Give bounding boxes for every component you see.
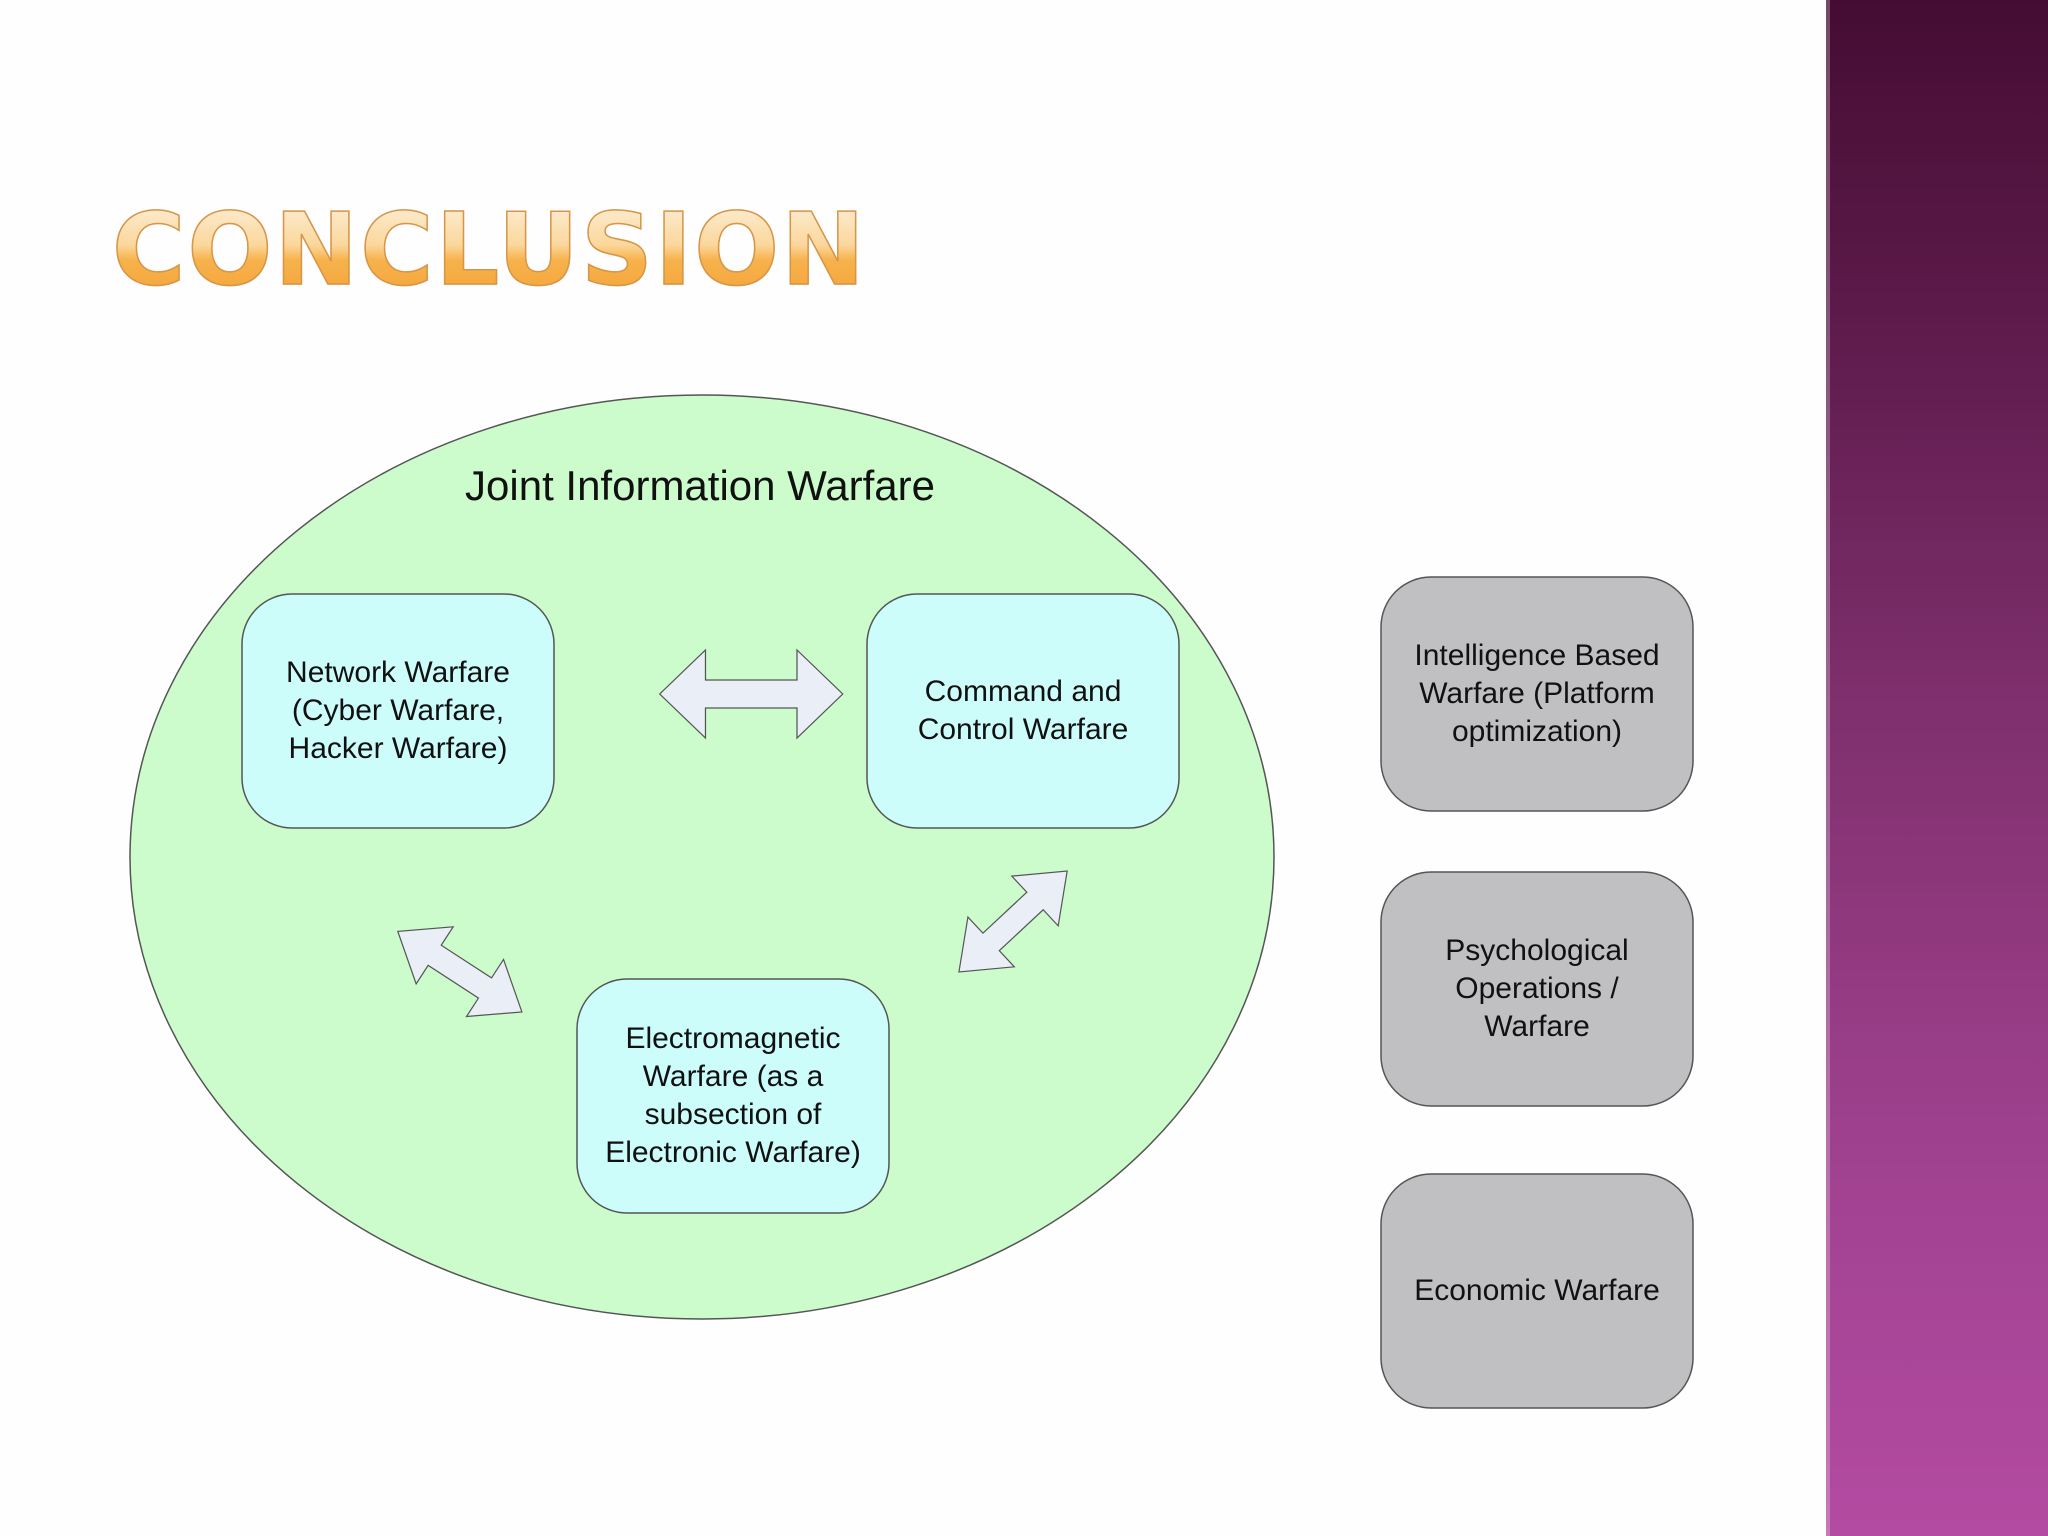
command-control-warfare-label: Command and Control Warfare xyxy=(917,675,1129,746)
intelligence-warfare-box xyxy=(1380,576,1694,812)
diagram-canvas xyxy=(129,394,1694,1409)
command-control-warfare-box xyxy=(866,593,1180,829)
psychological-operations-label: Psychological Operations / Warfare xyxy=(1445,934,1629,1043)
economic-warfare-box xyxy=(1380,1173,1694,1409)
electromagnetic-warfare-label: Electromagnetic Warfare (as a subsection… xyxy=(605,1022,861,1169)
network-warfare-box xyxy=(241,593,555,829)
intelligence-warfare-label: Intelligence Based Warfare (Platform opt… xyxy=(1414,639,1660,748)
arrow-c2-em xyxy=(958,870,1068,973)
slide-title: CONCLUSION xyxy=(111,191,867,308)
arrow-network-em xyxy=(396,926,523,1018)
network-warfare-label: Network Warfare (Cyber Warfare, Hacker W… xyxy=(286,656,510,765)
psychological-operations-box xyxy=(1380,871,1694,1107)
electromagnetic-warfare-box xyxy=(576,978,890,1214)
decorative-side-band xyxy=(1826,0,2048,1536)
economic-warfare-label: Economic Warfare xyxy=(1414,1274,1660,1307)
joint-information-warfare-label: Joint Information Warfare xyxy=(465,462,935,509)
arrow-network-c2 xyxy=(658,648,844,740)
